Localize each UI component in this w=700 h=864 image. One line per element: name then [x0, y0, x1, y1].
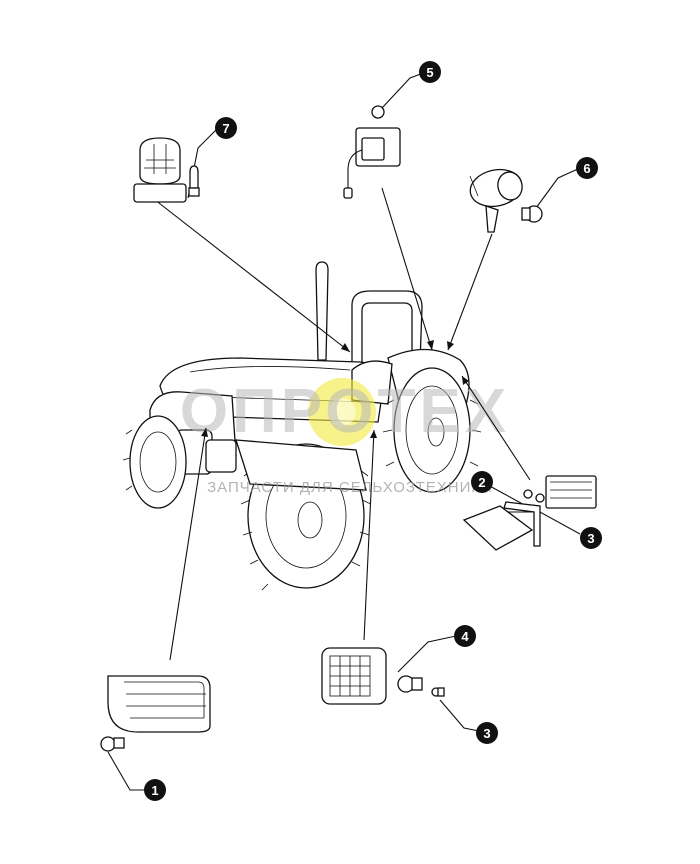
callout-4: 4: [454, 625, 476, 647]
callout-3-rear: 3: [476, 722, 498, 744]
side-marker-assembly: [462, 475, 597, 551]
watermark-brand: ОПРОТЕХ: [180, 377, 510, 446]
svg-text:2: 2: [478, 475, 485, 490]
front-headlamp: [100, 675, 211, 752]
svg-text:4: 4: [461, 629, 469, 644]
callout-6: 6: [576, 157, 598, 179]
svg-text:5: 5: [426, 65, 433, 80]
svg-text:1: 1: [151, 783, 158, 798]
callout-5: 5: [419, 61, 441, 83]
callout-3-bracket: 3: [580, 527, 602, 549]
beacon-bulb-icon: [188, 165, 200, 197]
callout-1: 1: [144, 779, 166, 801]
svg-text:7: 7: [222, 121, 229, 136]
rear-lamp: [321, 647, 445, 705]
plate-light-assembly: [343, 105, 401, 199]
watermark-tagline: ЗАПЧАСТИ ДЛЯ СЕЛЬХОЗТЕХНИКИ: [207, 479, 493, 496]
svg-text:3: 3: [587, 531, 594, 546]
callout-7: 7: [215, 117, 237, 139]
watermark: ОПРОТЕХ ЗАПЧАСТИ ДЛЯ СЕЛЬХОЗТЕХНИКИ: [180, 377, 510, 496]
svg-text:6: 6: [583, 161, 590, 176]
callout-2: 2: [471, 471, 493, 493]
tractor-illustration: [122, 261, 482, 591]
rotating-beacon: [133, 137, 187, 203]
svg-text:3: 3: [483, 726, 490, 741]
work-lamp: [469, 168, 543, 233]
leader-lines: [107, 71, 581, 791]
